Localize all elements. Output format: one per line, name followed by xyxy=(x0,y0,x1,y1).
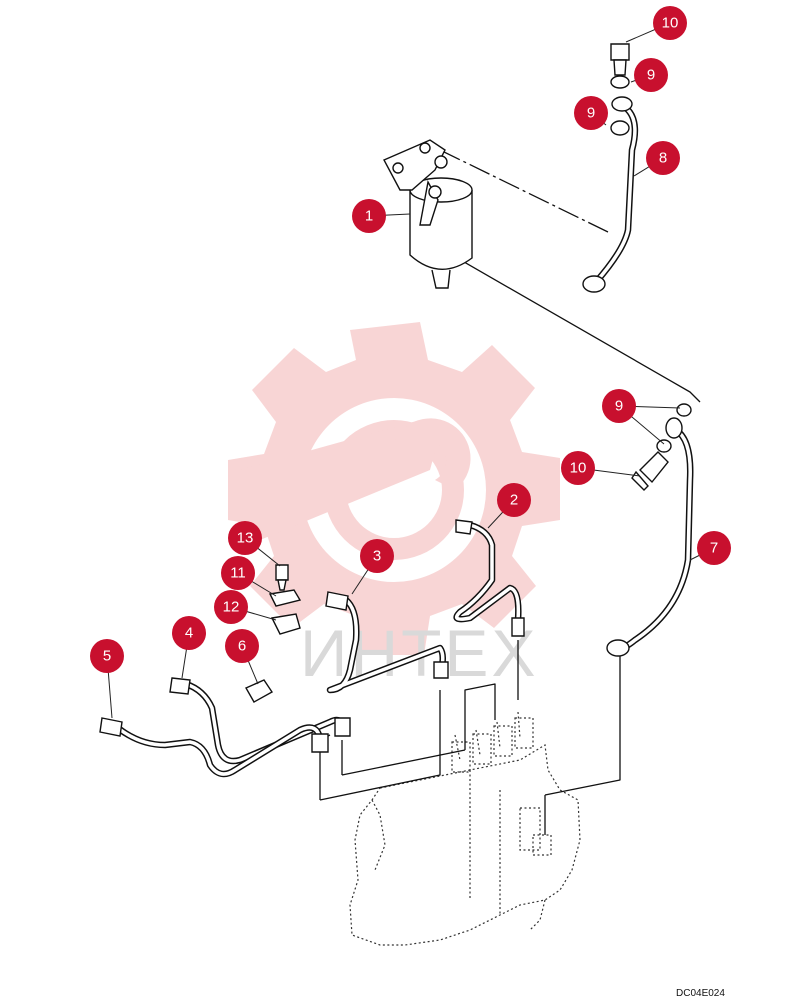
connecting-lines xyxy=(319,149,701,835)
callout-12: 12 xyxy=(214,590,248,624)
callout-9-right: 9 xyxy=(602,389,636,423)
svg-text:9: 9 xyxy=(615,398,623,415)
svg-text:5: 5 xyxy=(103,648,111,665)
svg-text:1: 1 xyxy=(365,208,373,225)
svg-text:9: 9 xyxy=(587,105,595,122)
svg-text:9: 9 xyxy=(647,67,655,84)
fuel-pipe-7 xyxy=(606,403,694,657)
callout-10-right: 10 xyxy=(561,451,595,485)
callout-8: 8 xyxy=(646,141,680,175)
injection-pipe-2 xyxy=(453,519,525,637)
svg-text:8: 8 xyxy=(659,150,667,167)
callout-5: 5 xyxy=(90,639,124,673)
svg-text:3: 3 xyxy=(373,548,381,565)
fuel-filter xyxy=(383,139,473,289)
injection-pump-outline xyxy=(349,711,581,946)
callout-13: 13 xyxy=(228,521,262,555)
watermark-logo xyxy=(228,322,560,655)
svg-text:11: 11 xyxy=(230,565,246,582)
callout-11: 11 xyxy=(221,556,255,590)
injection-pipe-3 xyxy=(325,591,449,694)
injection-pipe-5 xyxy=(99,717,329,778)
callout-2: 2 xyxy=(497,483,531,517)
callout-1: 1 xyxy=(352,199,386,233)
watermark-text: ИНТЕХ xyxy=(300,616,538,690)
svg-text:10: 10 xyxy=(662,15,679,32)
callout-9-top-left: 9 xyxy=(574,96,608,130)
callout-10-top: 10 xyxy=(653,6,687,40)
injection-pipe-4 xyxy=(169,677,351,765)
svg-text:12: 12 xyxy=(223,599,240,616)
fuel-pipe-8 xyxy=(582,43,639,293)
drawing-code: DC04E024 xyxy=(676,988,725,999)
svg-text:13: 13 xyxy=(237,530,254,547)
svg-text:7: 7 xyxy=(710,540,718,557)
svg-text:4: 4 xyxy=(185,625,193,642)
svg-text:10: 10 xyxy=(570,460,587,477)
callout-9-top-right: 9 xyxy=(634,58,668,92)
clamp-parts xyxy=(245,564,302,703)
svg-text:2: 2 xyxy=(510,492,518,509)
callout-6: 6 xyxy=(225,629,259,663)
callout-4: 4 xyxy=(172,616,206,650)
callout-7: 7 xyxy=(697,531,731,565)
svg-text:6: 6 xyxy=(238,638,246,655)
callout-3: 3 xyxy=(360,539,394,573)
